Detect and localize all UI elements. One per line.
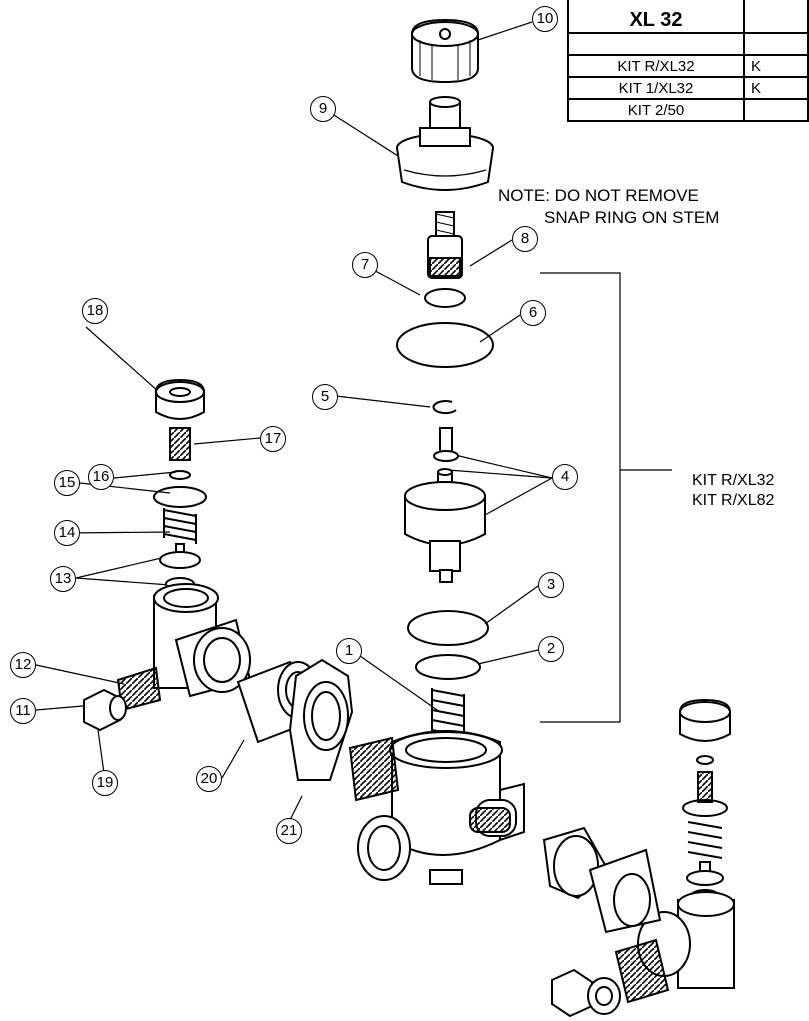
table-cell: K <box>742 76 809 100</box>
table-cell: K <box>742 54 809 78</box>
part-2-o-ring <box>415 654 481 680</box>
part-6-o-ring <box>396 322 494 368</box>
table-header: XL 32 <box>567 0 745 34</box>
callout-21: 21 <box>276 818 302 844</box>
callout-12: 12 <box>10 652 36 678</box>
part-1-spring <box>431 688 465 738</box>
valve-body <box>348 730 525 885</box>
part-9-cap <box>396 96 494 191</box>
right-assembly <box>542 698 735 1018</box>
table-cell: KIT R/XL32 <box>567 54 745 78</box>
callout-2: 2 <box>538 636 564 662</box>
leader-lines <box>35 21 553 821</box>
part-16-o-ring <box>169 470 191 480</box>
callout-18: 18 <box>82 298 108 324</box>
part-14-spring <box>163 508 197 544</box>
callout-3: 3 <box>538 572 564 598</box>
callout-15: 15 <box>54 470 80 496</box>
part-7-o-ring <box>424 288 466 308</box>
part-15-o-ring <box>153 486 207 508</box>
table-cell <box>742 98 809 122</box>
callout-6: 6 <box>520 300 546 326</box>
bracket-label-1: KIT R/XL32 <box>692 472 775 489</box>
part-10-knob <box>411 18 479 84</box>
callout-9: 9 <box>310 96 336 122</box>
callout-10: 10 <box>532 6 558 32</box>
part-3-o-ring <box>407 610 489 646</box>
table-cell <box>742 32 809 56</box>
table-header-2 <box>742 0 809 34</box>
bracket-label-2: KIT R/XL82 <box>692 492 775 509</box>
callout-17: 17 <box>260 426 286 452</box>
left-valve-body <box>116 583 252 712</box>
part-13-seals <box>159 543 201 591</box>
note-line-1: NOTE: DO NOT REMOVE <box>498 186 699 205</box>
callout-13: 13 <box>50 566 76 592</box>
part-5-snap-ring <box>432 400 457 415</box>
callout-8: 8 <box>512 226 538 252</box>
callout-7: 7 <box>352 252 378 278</box>
callout-11: 11 <box>10 698 36 724</box>
table-cell <box>567 32 745 56</box>
table-cell: KIT 2/50 <box>567 98 745 122</box>
note-line-2: SNAP RING ON STEM <box>544 208 720 227</box>
part-8-stem <box>427 211 463 279</box>
callout-5: 5 <box>312 384 338 410</box>
part-19-plug <box>83 688 127 732</box>
table-cell: KIT 1/XL32 <box>567 76 745 100</box>
part-17-stem <box>169 427 191 461</box>
callout-14: 14 <box>54 520 80 546</box>
part-21-nut <box>288 658 354 781</box>
part-4-piston <box>404 427 486 583</box>
callout-1: 1 <box>336 638 362 664</box>
kit-table: XL 32 KIT R/XL32 K KIT 1/XL32 K KIT 2/50 <box>567 0 809 122</box>
callout-19: 19 <box>92 770 118 796</box>
kit-bracket <box>540 272 621 723</box>
callout-20: 20 <box>196 766 222 792</box>
part-18-cap <box>155 378 205 420</box>
callout-16: 16 <box>88 464 114 490</box>
callout-4: 4 <box>552 464 578 490</box>
